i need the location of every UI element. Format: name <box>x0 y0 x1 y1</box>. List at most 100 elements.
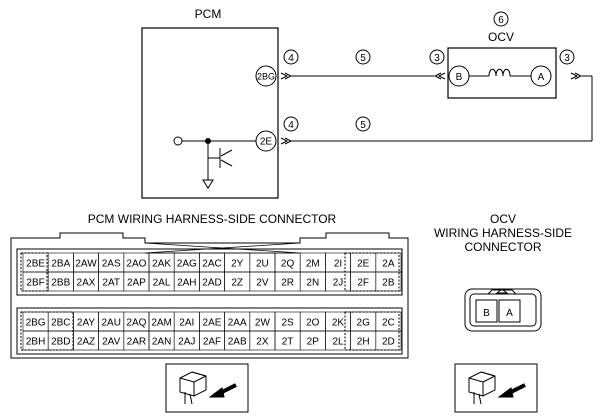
svg-text:4: 4 <box>288 120 294 131</box>
connector-pin-label: 2AF <box>203 337 221 348</box>
svg-text:5: 5 <box>360 120 366 131</box>
connector-pin-label: 2W <box>255 318 271 329</box>
connector-pin-label: 2BH <box>26 337 45 348</box>
connector-pin-label: 2AB <box>228 337 247 348</box>
connector-pin-label: 2X <box>256 337 269 348</box>
connector-pin-label: 2AG <box>177 259 197 270</box>
connector-pin-label: 2AJ <box>178 337 195 348</box>
connector-pin-label: 2AH <box>177 278 196 289</box>
callout-5-top: 5 <box>355 49 371 65</box>
connector-pin-label: 2P <box>307 337 320 348</box>
connector-pin-label: 2AK <box>152 259 171 270</box>
ocv-solenoid-coil-icon <box>469 68 531 77</box>
ocv-terminal-b-label: B <box>456 72 463 83</box>
connector-pin-label: 2C <box>382 318 395 329</box>
callout-5-bottom: 5 <box>355 116 371 132</box>
callout-4-top: 4 <box>283 49 299 65</box>
pcm-terminal-2bg-label: 2BG <box>257 72 275 82</box>
ocv-number-callout: 6 <box>493 11 509 27</box>
ocv-connector-title-line3: CONNECTOR <box>464 240 541 254</box>
connector-pin-label: 2Y <box>231 259 244 270</box>
connector-pin-label: 2B <box>382 278 395 289</box>
connector-pin-label: 2AR <box>127 337 146 348</box>
ocv-terminal-a-label: A <box>538 72 545 83</box>
ocv-connector-pin-a: A <box>506 308 513 319</box>
connector-pin-label: 2K <box>332 318 345 329</box>
connector-pin-label: 2BF <box>26 278 44 289</box>
pcm-title: PCM <box>195 7 222 21</box>
connector-pin-label: 2F <box>357 278 369 289</box>
connector-pin-label: 2N <box>306 278 319 289</box>
svg-text:3: 3 <box>564 53 570 64</box>
connector-pin-cell <box>375 330 402 351</box>
connector-pin-label: 2BB <box>51 278 70 289</box>
ocv-box <box>447 47 557 99</box>
connector-pin-label: 2AZ <box>77 337 95 348</box>
connector-pin-label: 2S <box>281 318 294 329</box>
connector-pin-label: 2A <box>382 259 395 270</box>
pcm-connector-title: PCM WIRING HARNESS-SIDE CONNECTOR <box>88 212 337 226</box>
pcm-box <box>141 27 279 199</box>
connector-pin-label: 2V <box>256 278 269 289</box>
connector-pin-label: 2R <box>281 278 294 289</box>
connector-pin-label: 2Q <box>281 259 295 270</box>
connector-pin-label: 2U <box>256 259 269 270</box>
connector-pin-label: 2AC <box>202 259 221 270</box>
connector-pin-label: 2M <box>306 259 320 270</box>
connector-pin-label: 2AM <box>151 318 172 329</box>
connector-pin-label: 2BC <box>51 318 70 329</box>
connector-pin-label: 2L <box>332 337 344 348</box>
connector-pin-label: 2O <box>306 318 320 329</box>
pcm-internal-circuit <box>173 136 256 189</box>
ocv-connector-title-line1: OCV <box>490 212 516 226</box>
connector-pin-label: 2D <box>382 337 395 348</box>
pcm-terminal-2bg <box>255 65 277 87</box>
connector-pin-label: 2AL <box>153 278 171 289</box>
pcm-connector-pin-grid: 2BE 2BA 2AW 2AS 2AO 2AK 2AG 2AC 2Y 2U 2Q 2M 2I 2E 2A 2B… <box>22 252 402 351</box>
connector-pin-label: 2T <box>282 337 294 348</box>
connector-pin-label: 2BA <box>51 259 70 270</box>
connector-pin-label: 2Z <box>231 278 243 289</box>
pcm-terminal-2e-label: 2E <box>260 137 273 148</box>
svg-text:3: 3 <box>434 53 440 64</box>
harness-wires <box>280 72 593 145</box>
connector-pin-label: 2AQ <box>126 318 146 329</box>
connector-pin-label: 2AX <box>77 278 96 289</box>
ocv-connector-view-icon <box>454 363 538 413</box>
svg-text:6: 6 <box>498 15 504 26</box>
connector-pin-label: 2AV <box>102 337 120 348</box>
callout-3-right: 3 <box>559 49 575 65</box>
connector-pin-label: 2AP <box>127 278 146 289</box>
connector-pin-label: 2E <box>357 259 370 270</box>
connector-pin-label: 2J <box>333 278 344 289</box>
callout-4-bottom: 4 <box>283 116 299 132</box>
ocv-title: OCV <box>488 30 514 44</box>
callout-3-left: 3 <box>429 49 445 65</box>
connector-pin-label: 2AA <box>228 318 247 329</box>
svg-text:5: 5 <box>360 53 366 64</box>
connector-pin-label: 2AO <box>126 259 146 270</box>
connector-pin-label: 2AW <box>75 259 97 270</box>
connector-pin-cell <box>375 271 402 292</box>
connector-pin-label: 2BG <box>26 318 46 329</box>
connector-pin-label: 2AE <box>203 318 222 329</box>
connector-pin-label: 2AY <box>77 318 95 329</box>
svg-text:4: 4 <box>288 53 294 64</box>
connector-pin-label: 2AS <box>102 259 121 270</box>
connector-pin-label: 2H <box>357 337 370 348</box>
ocv-connector-pin-b: B <box>483 308 490 319</box>
pcm-connector-view-icon <box>165 363 249 413</box>
connector-pin-label: 2I <box>334 259 342 270</box>
connector-pin-label: 2G <box>357 318 371 329</box>
connector-pin-label: 2AU <box>101 318 120 329</box>
connector-pin-label: 2BE <box>26 259 45 270</box>
connector-pin-label: 2AT <box>102 278 120 289</box>
ocv-connector-body <box>464 288 542 332</box>
connector-pin-label: 2AN <box>152 337 171 348</box>
connector-pin-label: 2AD <box>202 278 221 289</box>
ocv-connector-title-line2: WIRING HARNESS-SIDE <box>434 226 572 240</box>
connector-pin-label: 2BD <box>51 337 70 348</box>
connector-pin-label: 2AI <box>179 318 194 329</box>
